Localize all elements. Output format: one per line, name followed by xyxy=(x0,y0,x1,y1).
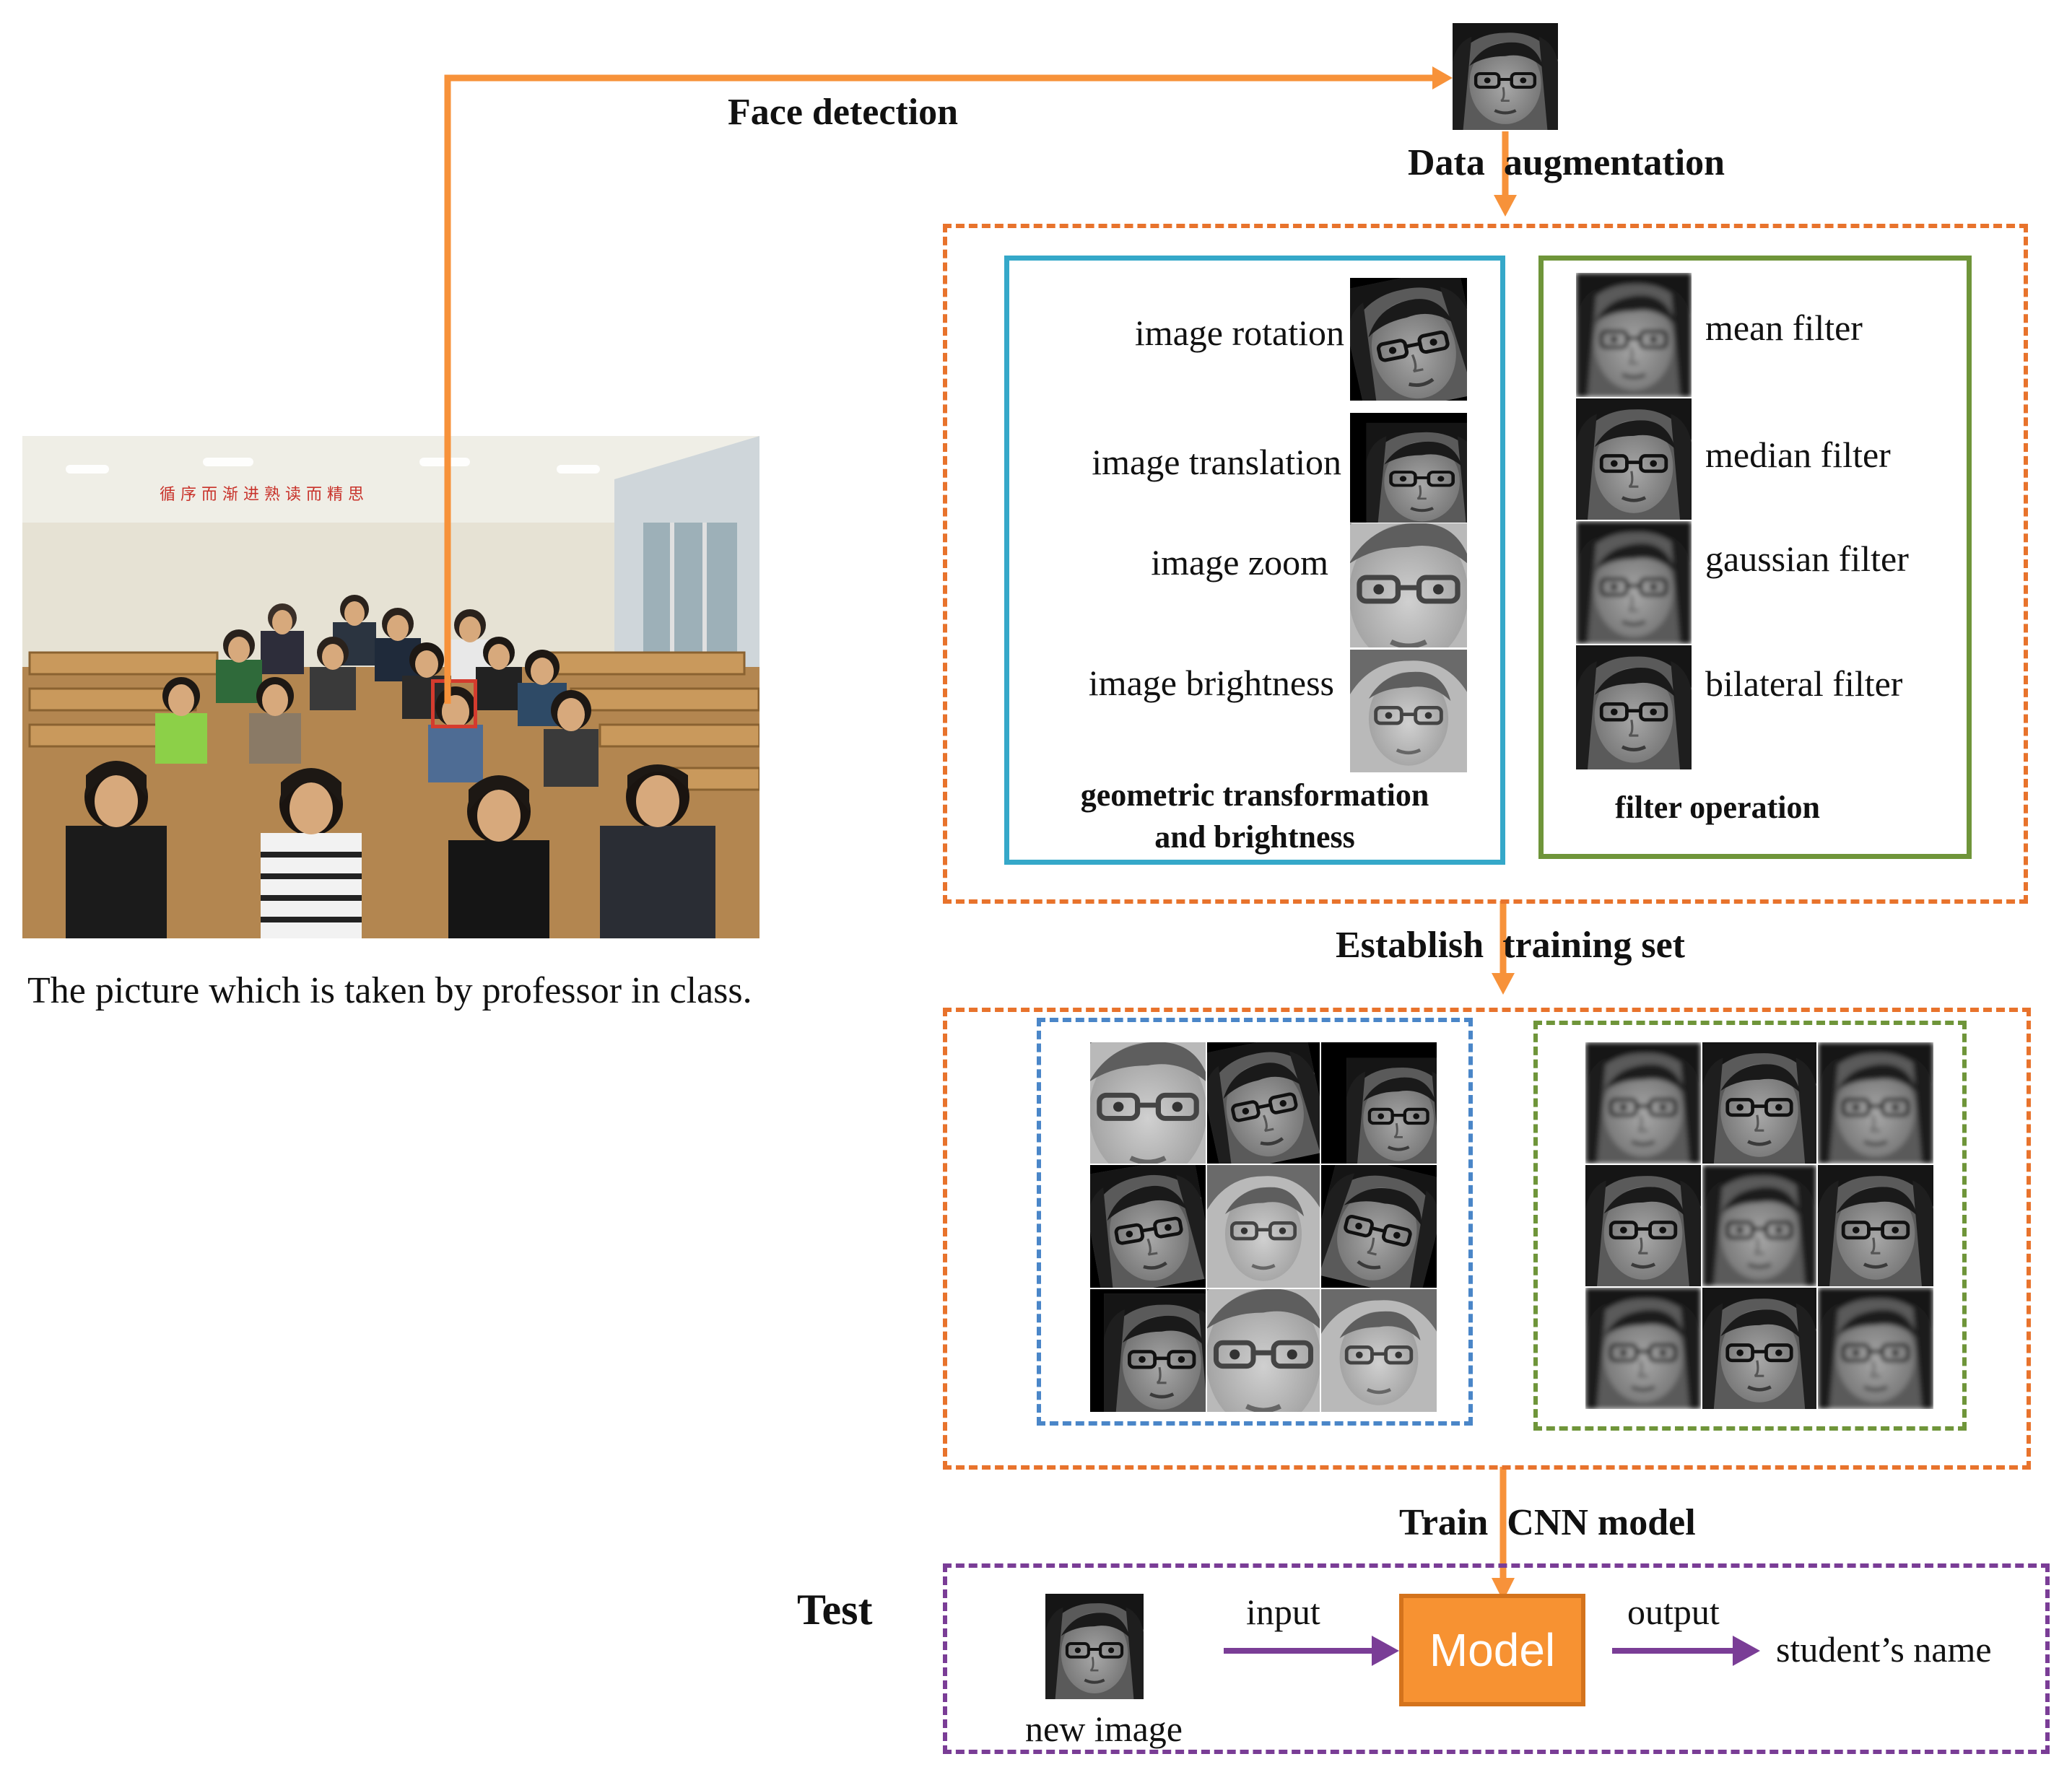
filtered-training-face xyxy=(1818,1042,1933,1164)
establish-training-set-label: Establish training set xyxy=(1336,925,1685,966)
train-cnn-model-label: Train CNN model xyxy=(1399,1502,1696,1543)
filter-operation-caption: filter operation xyxy=(1615,790,1820,825)
classroom-photo: 循 序 而 渐 进 熟 读 而 精 思 xyxy=(22,436,759,938)
filtered-training-face xyxy=(1818,1165,1933,1286)
geometric-caption-line2: and brightness xyxy=(1154,819,1355,855)
image-zoom-label: image zoom xyxy=(1151,542,1328,583)
training-face xyxy=(1090,1165,1206,1288)
training-face xyxy=(1321,1165,1437,1288)
model-label: Model xyxy=(1429,1624,1556,1676)
test-label: Test xyxy=(797,1586,873,1633)
median-filter-face-image xyxy=(1576,398,1692,520)
training-face xyxy=(1321,1042,1437,1164)
face-detection-marker xyxy=(431,679,477,728)
filter-samples-box xyxy=(1533,1021,1967,1431)
geometric-transformation-box xyxy=(1004,256,1505,865)
training-face xyxy=(1207,1042,1320,1164)
training-set-group xyxy=(943,1008,2031,1470)
filtered-training-face xyxy=(1585,1288,1701,1409)
input-label: input xyxy=(1246,1592,1320,1632)
training-face xyxy=(1207,1165,1320,1288)
filter-operation-box xyxy=(1538,256,1972,859)
test-group xyxy=(943,1563,2050,1754)
zoomed-face-image xyxy=(1350,523,1467,647)
image-translation-label: image translation xyxy=(1092,442,1341,482)
geometric-caption-line1: geometric transformation xyxy=(1080,777,1429,813)
rotated-face-image xyxy=(1350,278,1467,401)
median-filter-label: median filter xyxy=(1705,435,1891,475)
detected-face-image xyxy=(1453,23,1558,130)
gaussian-filter-face-image xyxy=(1576,521,1692,644)
training-face xyxy=(1207,1289,1320,1412)
students-name-label: student’s name xyxy=(1776,1629,1992,1670)
filtered-training-face xyxy=(1818,1288,1933,1409)
photo-caption: The picture which is taken by professor … xyxy=(27,970,752,1011)
data-augmentation-label: Data augmentation xyxy=(1408,142,1725,183)
bilateral-filter-label: bilateral filter xyxy=(1705,663,1903,704)
mean-filter-face-image xyxy=(1576,273,1692,397)
brightened-face-image xyxy=(1350,650,1467,772)
image-rotation-label: image rotation xyxy=(1134,313,1344,353)
image-brightness-label: image brightness xyxy=(1088,663,1334,703)
training-face xyxy=(1321,1289,1437,1412)
geometric-samples-box xyxy=(1037,1018,1473,1426)
translated-face-image xyxy=(1350,413,1467,523)
filtered-training-face xyxy=(1702,1288,1816,1409)
bilateral-filter-face-image xyxy=(1576,645,1692,769)
wall-banner: 循 序 而 渐 进 熟 读 而 精 思 xyxy=(160,486,364,504)
filtered-training-face xyxy=(1702,1042,1816,1164)
gaussian-filter-label: gaussian filter xyxy=(1705,538,1909,579)
filtered-training-face xyxy=(1702,1165,1816,1286)
mean-filter-label: mean filter xyxy=(1705,307,1863,348)
face-detection-label: Face detection xyxy=(728,92,959,133)
new-face-image xyxy=(1045,1594,1144,1699)
augmentation-group xyxy=(943,224,2028,904)
training-face xyxy=(1090,1042,1206,1164)
new-image-label: new image xyxy=(1025,1709,1183,1749)
model-box: Model xyxy=(1399,1594,1585,1706)
filtered-training-face xyxy=(1585,1165,1701,1286)
filtered-training-face xyxy=(1585,1042,1701,1164)
training-face xyxy=(1090,1289,1206,1412)
output-label: output xyxy=(1627,1592,1720,1632)
